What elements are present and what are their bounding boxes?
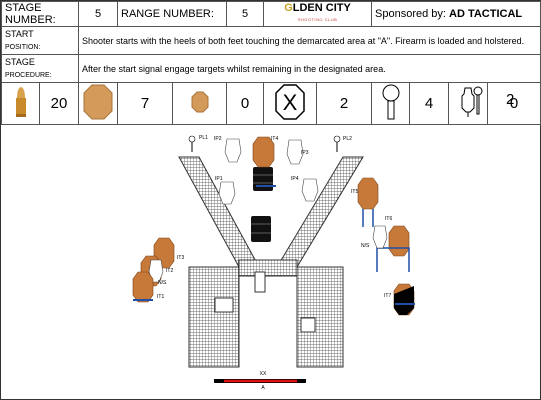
target-it5: IT5 [351, 177, 379, 227]
barrel-stack-middle [251, 216, 271, 242]
small-octagon-target-count: 0 [226, 82, 265, 125]
plate-ip1: IP1 [215, 176, 236, 205]
small-octagon-target-icon [172, 82, 228, 125]
sponsor: Sponsored by: AD TACTICAL [371, 1, 541, 27]
rounds-count: 20 [38, 82, 80, 125]
plate-target-icon [371, 82, 411, 125]
svg-text:X: X [283, 90, 298, 115]
label-it7: IT7 [384, 293, 391, 299]
target-it4: IT4 [252, 136, 278, 187]
stage-header-table: STAGE NUMBER: 5 RANGE NUMBER: 5 GLDEN CI… [0, 1, 541, 125]
popper-target-count: 2 [506, 91, 515, 108]
barrel-stack-top [253, 167, 273, 191]
plate-ip4: IP4 [291, 176, 319, 202]
bullet-icon [1, 82, 40, 125]
popper-target-icon [471, 80, 485, 120]
no-shoot-left: N/S [148, 259, 167, 286]
sponsor-label: Sponsored by: [375, 8, 446, 20]
label-ip1: IP1 [215, 176, 223, 182]
label-pl1: PL1 [199, 135, 208, 141]
label-it1: IT1 [157, 294, 164, 300]
plate-ip3: IP3 [286, 139, 309, 165]
octagon-target-icon [78, 82, 119, 125]
club-logo: GLDEN CITY SHOOTING CLUB [263, 1, 373, 27]
label-ip2: IP2 [214, 136, 222, 142]
no-shoot-count: 2 [316, 82, 373, 125]
label-it3: IT3 [177, 255, 184, 261]
octagon-target-count: 7 [117, 82, 174, 125]
label-ns-right: N/S [361, 243, 370, 249]
start-position-text: Shooter starts with the heels of both fe… [78, 26, 541, 55]
no-shoot-x-icon: X [263, 82, 318, 125]
mesh-walls [178, 156, 364, 368]
popper-pl1: PL1 [188, 135, 208, 152]
label-ip4: IP4 [291, 176, 299, 182]
target-it6: IT6 [376, 216, 410, 272]
label-it4: IT4 [271, 136, 278, 142]
label-ip3: IP3 [301, 150, 309, 156]
label-it5: IT5 [351, 189, 358, 195]
popper-pl2: PL2 [333, 135, 352, 152]
stage-diagram: XX A PL1 PL2 IP2 [132, 135, 415, 391]
start-area: XX A [214, 371, 306, 391]
range-number-label: RANGE NUMBER: [117, 1, 228, 27]
target-it1: IT1 [132, 271, 164, 303]
label-it2: IT2 [166, 268, 173, 274]
stage-number: 5 [78, 1, 119, 27]
label-ns-left: N/S [158, 280, 167, 286]
no-shoot-right: N/S [361, 225, 388, 249]
label-it6: IT6 [385, 216, 392, 222]
stage-procedure-text: After the start signal engage targets wh… [78, 54, 541, 83]
target-it7: IT7 [384, 283, 415, 316]
plate-target-count: 4 [409, 82, 450, 125]
sponsor-name: AD TACTICAL [449, 8, 523, 20]
label-xx: XX [260, 371, 267, 377]
white-ipsc-target-count: 0 [487, 82, 541, 125]
stage-number-label: STAGE NUMBER: [0, 1, 80, 27]
label-a: A [261, 385, 265, 391]
range-number: 5 [226, 1, 265, 27]
label-pl2: PL2 [343, 136, 352, 142]
plate-ip2: IP2 [214, 136, 242, 163]
